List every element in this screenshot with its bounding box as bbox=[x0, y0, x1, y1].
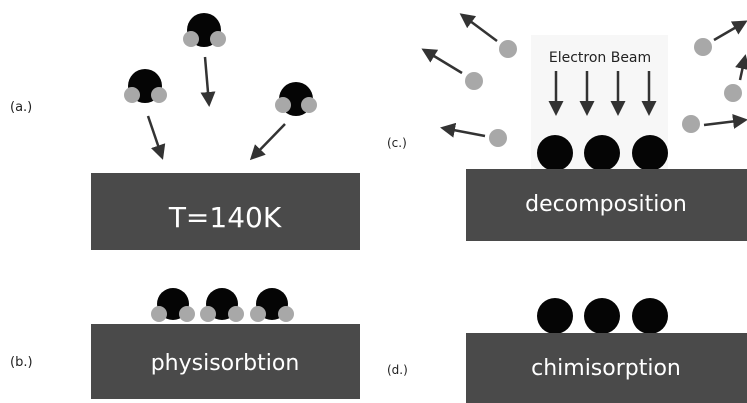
metal-atom-icon bbox=[537, 135, 573, 171]
substrate-slab bbox=[91, 173, 360, 250]
panel-d: (d.) chimisorption bbox=[387, 298, 747, 403]
panel-a-tag: (a.) bbox=[10, 100, 32, 115]
adsorbed-molecule-icon bbox=[200, 288, 244, 322]
ligand-icon bbox=[694, 38, 712, 56]
arrow-icon bbox=[146, 115, 166, 160]
metal-atom-icon bbox=[584, 135, 620, 171]
metal-atom-icon bbox=[584, 298, 620, 334]
molecule-icon bbox=[124, 69, 167, 103]
substrate-slab bbox=[91, 324, 360, 399]
arrow-icon bbox=[200, 56, 216, 107]
ligand-icon bbox=[499, 40, 517, 58]
physisorption-label: physisorbtion bbox=[151, 351, 300, 376]
arrow-icon bbox=[713, 20, 747, 42]
metal-atom-icon bbox=[632, 135, 668, 171]
ligand-icon bbox=[682, 115, 700, 133]
arrow-icon bbox=[735, 54, 747, 81]
ligand-icon bbox=[489, 129, 507, 147]
arrow-icon bbox=[440, 122, 486, 138]
panel-c-tag: (c.) bbox=[387, 136, 407, 150]
adsorbed-molecule-icon bbox=[151, 288, 195, 322]
adsorbed-molecule-icon bbox=[250, 288, 294, 322]
panel-b: (b.) physisorbtion bbox=[10, 288, 360, 399]
arrow-icon bbox=[421, 48, 463, 75]
arrow-icon bbox=[249, 123, 286, 161]
molecule-icon bbox=[275, 82, 317, 116]
temperature-label: T=140K bbox=[168, 201, 282, 234]
ligand-icon bbox=[465, 72, 483, 90]
panel-a: (a.) T=140K bbox=[10, 13, 360, 250]
electron-beam-label: Electron Beam bbox=[549, 50, 651, 66]
panel-b-tag: (b.) bbox=[10, 355, 33, 370]
molecule-icon bbox=[183, 13, 226, 47]
panel-c: (c.) Electron Beam decomposition bbox=[387, 13, 747, 241]
substrate-slab bbox=[466, 169, 747, 241]
arrow-icon bbox=[459, 13, 498, 43]
metal-atom-icon bbox=[537, 298, 573, 334]
substrate-slab bbox=[466, 333, 747, 403]
metal-atom-icon bbox=[632, 298, 668, 334]
panel-d-tag: (d.) bbox=[387, 363, 408, 377]
decomposition-label: decomposition bbox=[525, 192, 687, 217]
chemisorption-label: chimisorption bbox=[531, 356, 681, 381]
arrow-icon bbox=[703, 114, 747, 129]
ligand-icon bbox=[724, 84, 742, 102]
